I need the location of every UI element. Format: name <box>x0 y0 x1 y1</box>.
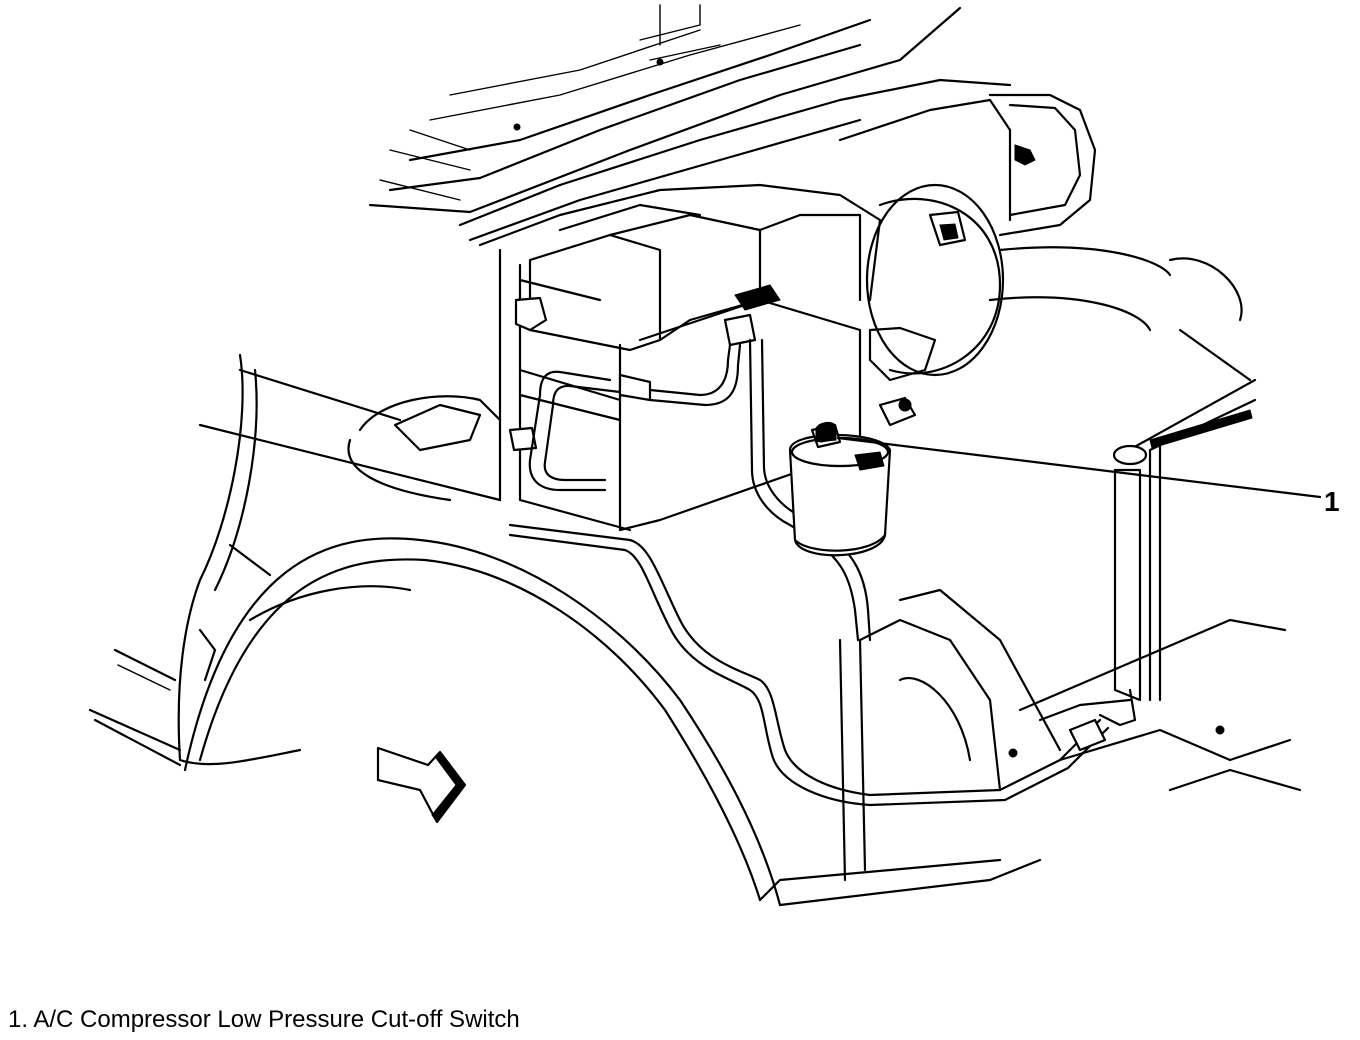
legend-item-1: 1. A/C Compressor Low Pressure Cut-off S… <box>8 1006 520 1033</box>
callout-number-1: 1 <box>1324 486 1340 517</box>
inner-fender <box>347 257 1302 882</box>
fender-wheelhouse <box>88 353 1042 907</box>
radiator <box>1038 378 1257 752</box>
low-pressure-cutoff-switch <box>815 421 837 443</box>
refrigerant-lines <box>508 284 1110 807</box>
callout-leader-line <box>836 436 1322 499</box>
accumulator <box>788 396 917 557</box>
cowl-panel <box>368 4 1012 242</box>
blower-housing <box>838 93 1172 382</box>
direction-arrow-icon <box>376 746 467 824</box>
hvac-module <box>478 183 882 532</box>
